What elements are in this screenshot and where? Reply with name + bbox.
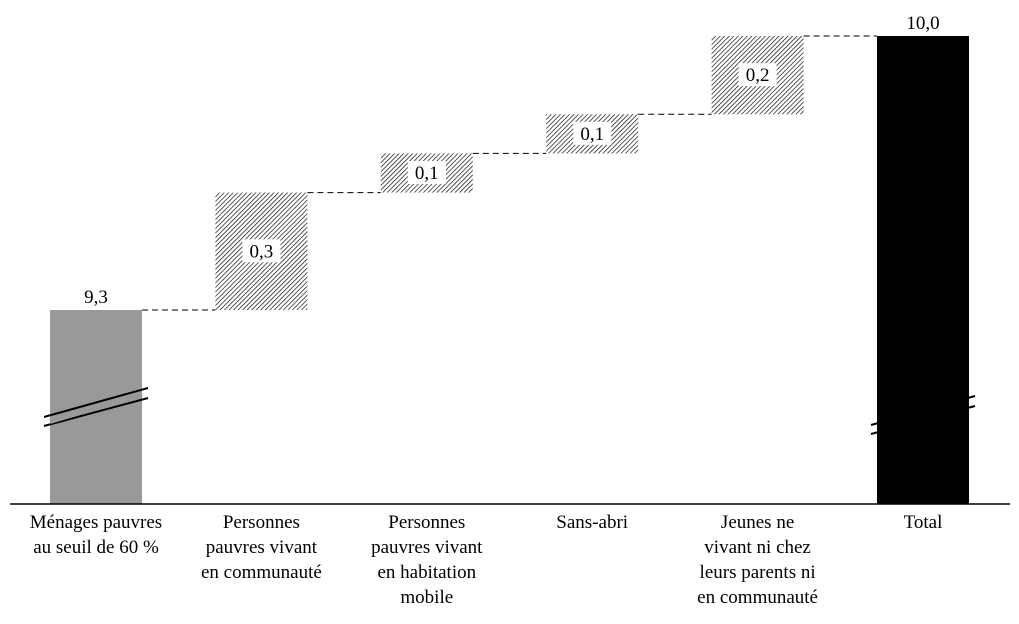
x-tick-label: Sans-abri	[556, 512, 629, 533]
data-label: 9,3	[84, 287, 108, 308]
axis-break-mark	[870, 405, 976, 435]
data-label: 0,1	[415, 163, 439, 184]
data-label-bg	[407, 161, 446, 184]
data-label-bg	[242, 239, 281, 263]
axis-break-mark	[43, 387, 149, 418]
data-label-bg	[738, 63, 777, 87]
x-tick-label: Jeunes ne vivant ni chez leurs parents n…	[697, 512, 818, 608]
x-tick-label: Personnes pauvres vivant en habitation m…	[371, 512, 483, 608]
axis-break-mark	[870, 395, 976, 426]
bar-total	[877, 36, 969, 504]
data-label: 0,1	[580, 124, 604, 145]
data-label: 0,3	[250, 241, 274, 262]
x-tick-label: Personnes pauvres vivant en communauté	[200, 512, 322, 583]
data-label-bg	[573, 121, 612, 145]
data-label: 0,2	[746, 65, 770, 86]
x-tick-label: Ménages pauvres au seuil de 60 %	[29, 512, 163, 558]
data-label: 10,0	[906, 13, 939, 34]
x-tick-label: Total	[903, 512, 943, 533]
axis-break-mark	[43, 397, 149, 427]
